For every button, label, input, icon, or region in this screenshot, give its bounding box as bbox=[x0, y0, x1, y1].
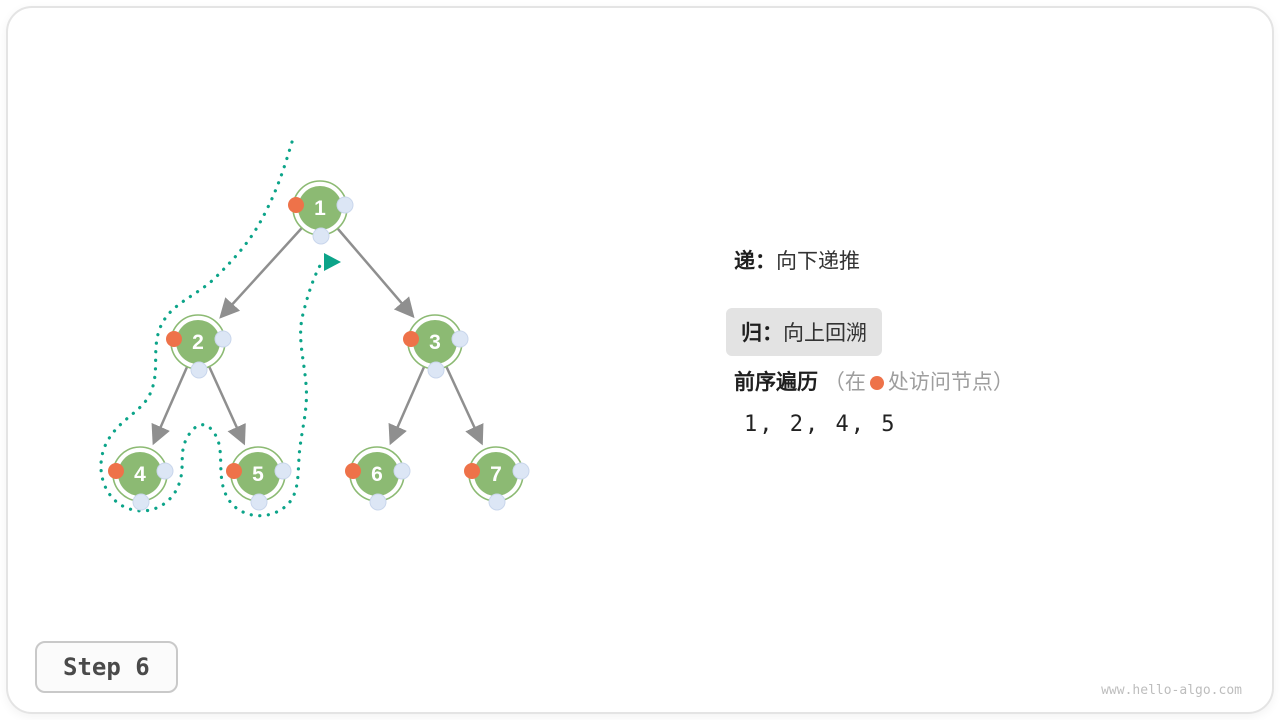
legend-return-label: 归： bbox=[741, 322, 783, 345]
traversal-result: 1, 2, 4, 5 bbox=[744, 412, 897, 437]
node-label: 6 bbox=[371, 463, 383, 486]
node-label: 3 bbox=[429, 331, 441, 354]
edge-3-7 bbox=[445, 365, 484, 446]
legend-recurse-text: 向下递推 bbox=[776, 250, 860, 273]
tree-node-3: 3 bbox=[403, 314, 469, 379]
tree-node-1: 1 bbox=[288, 180, 354, 245]
bottom-slot-dot-icon bbox=[250, 493, 268, 511]
visit-dot-icon bbox=[403, 331, 419, 347]
node-label: 4 bbox=[134, 463, 146, 486]
right-slot-dot-icon bbox=[451, 330, 469, 348]
right-slot-dot-icon bbox=[274, 462, 292, 480]
tree-edges bbox=[151, 227, 484, 446]
bottom-slot-dot-icon bbox=[312, 227, 330, 245]
traversal-arrow-icon bbox=[324, 253, 341, 271]
node-label: 2 bbox=[192, 331, 204, 354]
tree-node-6: 6 bbox=[345, 446, 411, 511]
bottom-slot-dot-icon bbox=[190, 361, 208, 379]
right-slot-dot-icon bbox=[336, 196, 354, 214]
traversal-caption: 前序遍历 （在处访问节点） bbox=[734, 366, 1014, 396]
visit-dot-icon bbox=[166, 331, 182, 347]
right-slot-dot-icon bbox=[214, 330, 232, 348]
node-label: 7 bbox=[490, 463, 502, 486]
legend-return-text: 向上回溯 bbox=[783, 322, 867, 345]
traversal-note-close: 处访问节点） bbox=[887, 371, 1014, 394]
legend-recurse: 递：向下递推 bbox=[734, 245, 860, 275]
right-slot-dot-icon bbox=[393, 462, 411, 480]
right-slot-dot-icon bbox=[512, 462, 530, 480]
bottom-slot-dot-icon bbox=[132, 493, 150, 511]
bottom-slot-dot-icon bbox=[488, 493, 506, 511]
bottom-slot-dot-icon bbox=[427, 361, 445, 379]
tree-node-5: 5 bbox=[226, 446, 292, 511]
visit-dot-icon bbox=[288, 197, 304, 213]
visit-dot-legend-icon bbox=[869, 376, 884, 390]
traversal-note-open: （在 bbox=[823, 371, 866, 394]
edge-2-4 bbox=[151, 366, 189, 446]
bottom-slot-dot-icon bbox=[369, 493, 387, 511]
visit-dot-icon bbox=[345, 463, 361, 479]
node-circle bbox=[298, 186, 342, 230]
traversal-title: 前序遍历 bbox=[734, 371, 818, 394]
tree-node-7: 7 bbox=[464, 446, 530, 511]
legend-recurse-label: 递： bbox=[734, 250, 776, 273]
visit-dot-icon bbox=[464, 463, 480, 479]
edge-1-2 bbox=[219, 227, 303, 319]
right-slot-dot-icon bbox=[156, 462, 174, 480]
visit-dot-icon bbox=[226, 463, 242, 479]
node-label: 5 bbox=[252, 463, 264, 486]
watermark: www.hello-algo.com bbox=[1101, 683, 1242, 698]
visit-dot-icon bbox=[108, 463, 124, 479]
binary-tree-diagram: 1 2 3 4 bbox=[99, 140, 530, 518]
tree-node-2: 2 bbox=[166, 314, 232, 379]
tree-node-4: 4 bbox=[108, 446, 174, 511]
edge-1-3 bbox=[336, 227, 415, 319]
edge-3-6 bbox=[388, 366, 426, 446]
legend-return: 归：向上回溯 bbox=[726, 308, 882, 356]
step-badge: Step 6 bbox=[35, 641, 178, 693]
edge-2-5 bbox=[208, 366, 246, 446]
node-label: 1 bbox=[314, 197, 326, 220]
